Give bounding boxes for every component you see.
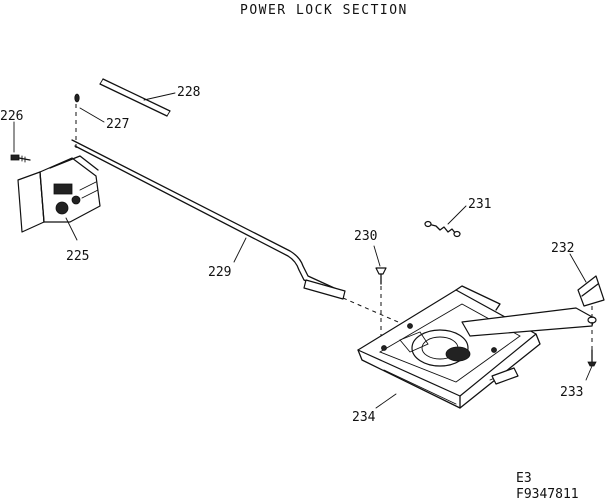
- part-229-lock-rod: [71, 139, 346, 300]
- part-233-screw: [587, 349, 597, 367]
- label-227: 227: [106, 117, 129, 132]
- footer-code-2: F9347811: [516, 487, 579, 502]
- label-226: 226: [0, 109, 23, 124]
- label-233: 233: [560, 385, 583, 400]
- label-231: 231: [468, 197, 491, 212]
- part-227-pin: [74, 93, 80, 150]
- label-230: 230: [354, 229, 377, 244]
- label-234: 234: [352, 410, 376, 425]
- part-232-handle: [577, 275, 605, 356]
- label-229: 229: [208, 265, 231, 280]
- diagram-title: POWER LOCK SECTION: [240, 3, 408, 18]
- part-226-screw: [10, 154, 31, 163]
- part-number-labels: 228 227 226 225 229 230 231 232 233 234: [0, 85, 583, 425]
- footer-code-1: E3: [516, 471, 532, 486]
- label-232: 232: [551, 241, 574, 256]
- part-234-lock-plate: [357, 285, 597, 409]
- label-228: 228: [177, 85, 200, 100]
- label-225: 225: [66, 249, 89, 264]
- leader-lines: [13, 92, 593, 409]
- part-225-switch-assembly: [17, 155, 101, 233]
- part-231-spring: [424, 220, 461, 238]
- part-230-screw: [375, 267, 387, 340]
- alignment-dash-229: [342, 297, 406, 326]
- part-228-spring-rod: [99, 78, 171, 117]
